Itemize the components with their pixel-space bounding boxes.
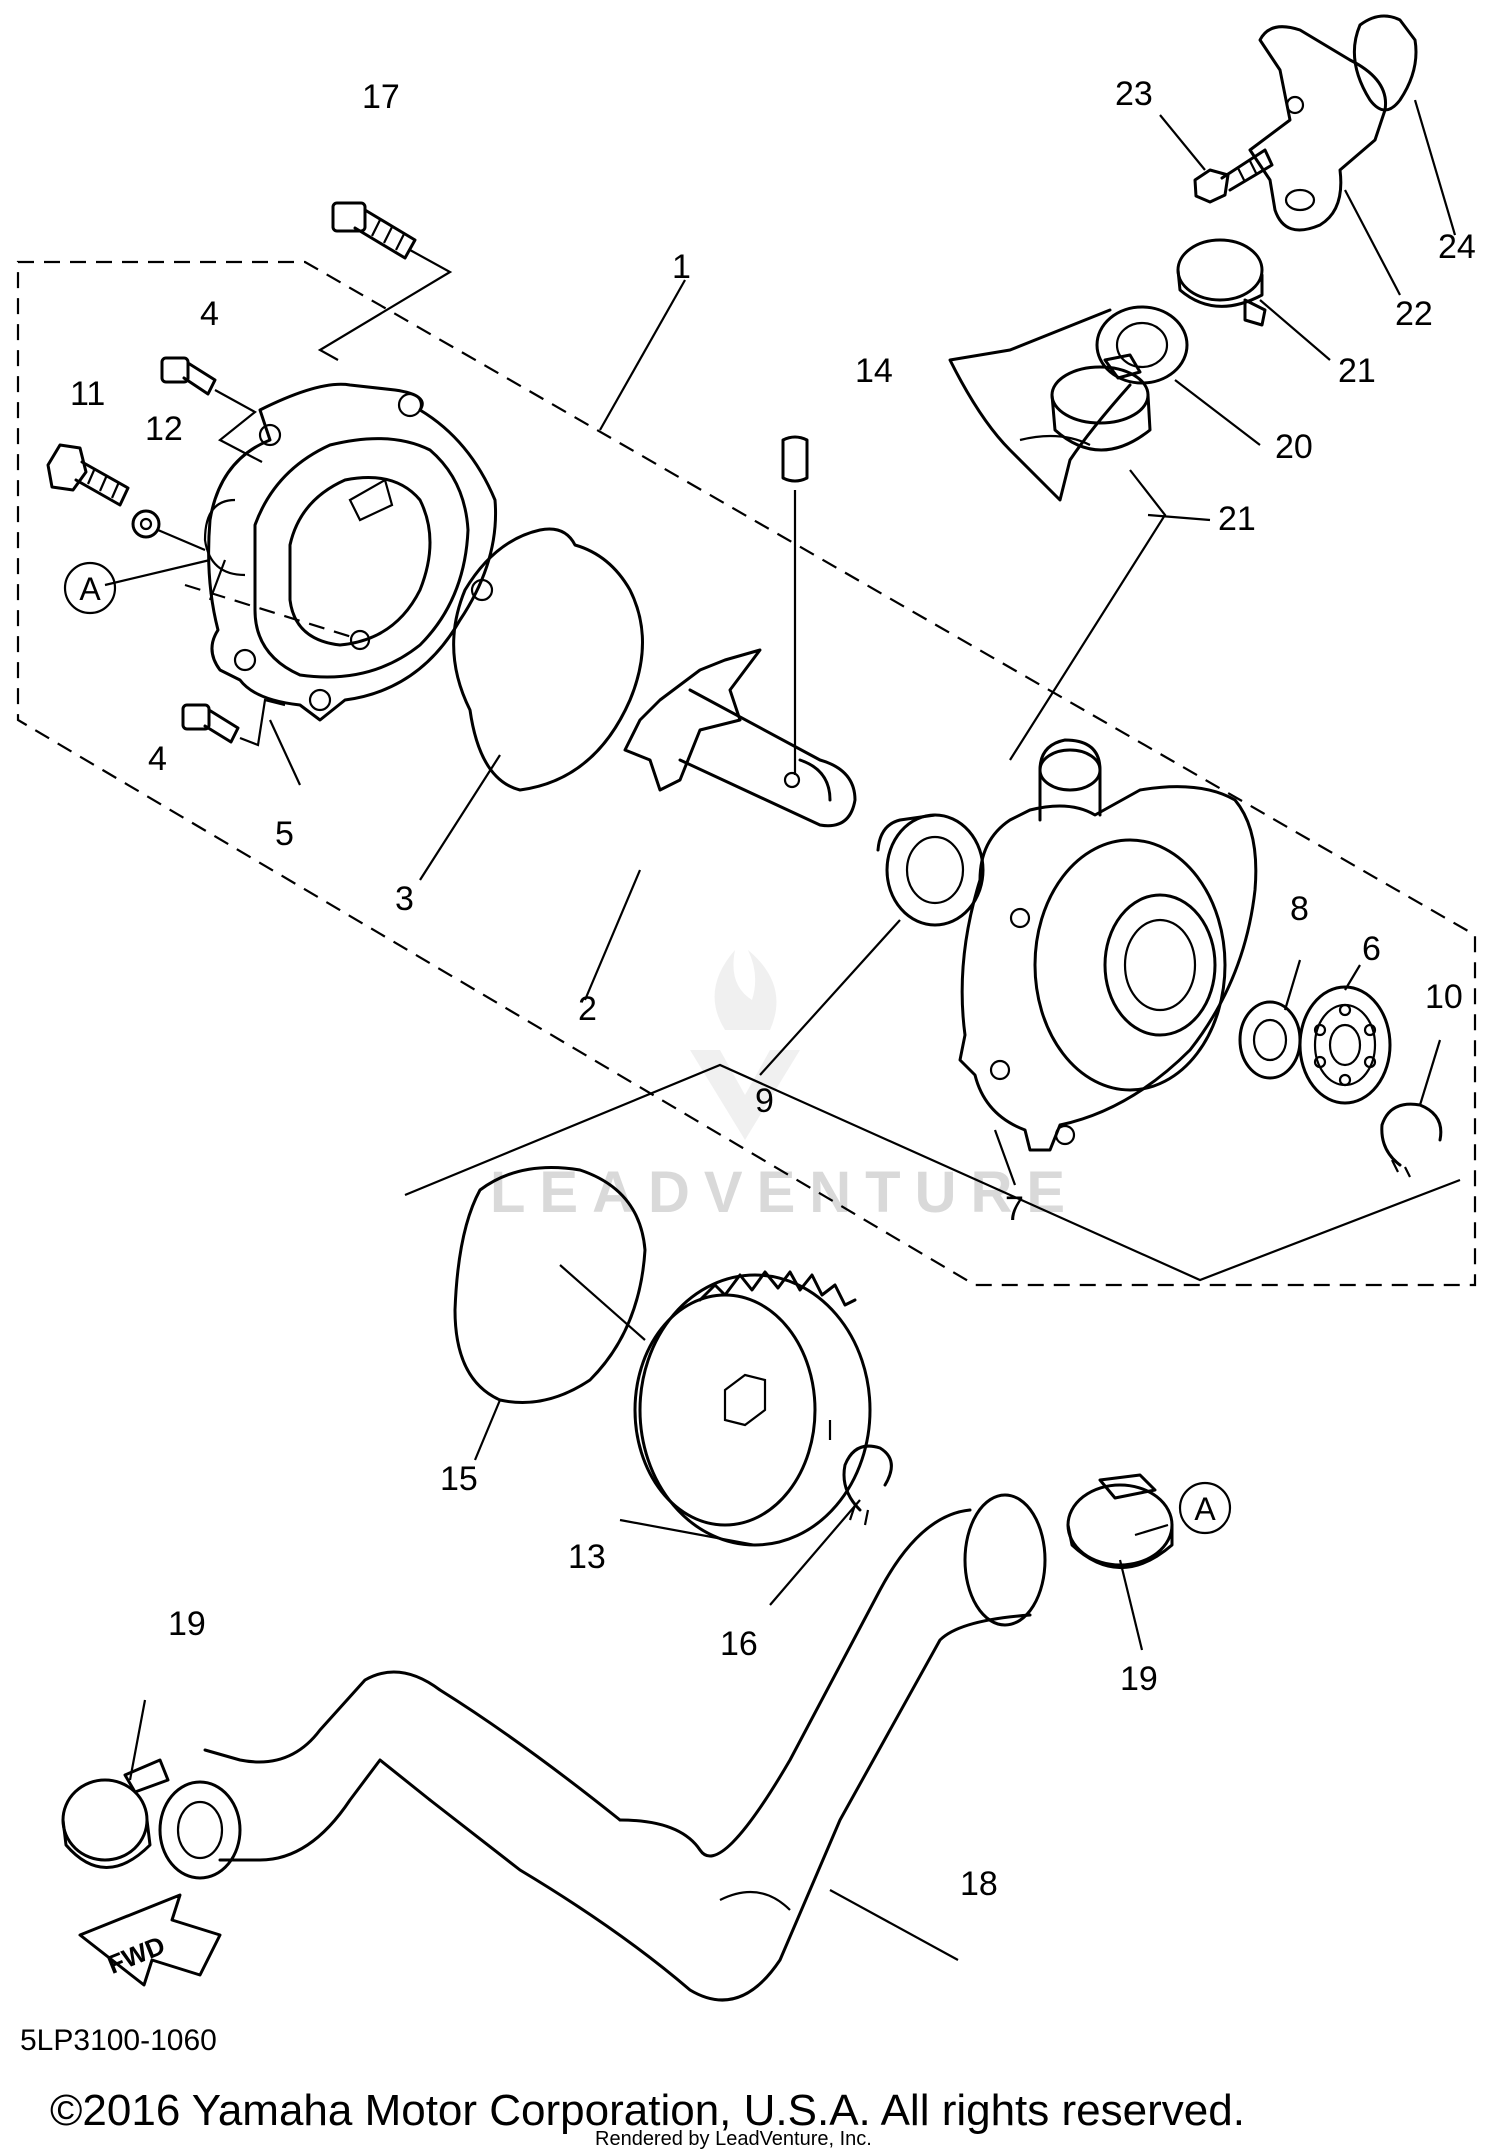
screw-4-upper bbox=[160, 356, 263, 463]
diagram-code: 5LP3100-1060 bbox=[20, 2024, 217, 2057]
callout-5: 5 bbox=[275, 815, 294, 853]
callout-21-lower: 21 bbox=[1218, 500, 1256, 538]
gasket-3 bbox=[452, 527, 644, 792]
pin-14 bbox=[781, 435, 809, 775]
leadventure-watermark-logo bbox=[690, 950, 800, 1140]
hose-clamp-19-left bbox=[61, 1758, 170, 1869]
bearing-6 bbox=[1298, 985, 1392, 1105]
callout-17: 17 bbox=[362, 78, 400, 116]
callout-7: 7 bbox=[1005, 1190, 1024, 1228]
screw-4-lower bbox=[181, 698, 286, 747]
callout-4-upper: 4 bbox=[200, 295, 219, 333]
callout-14: 14 bbox=[855, 352, 893, 390]
callout-9: 9 bbox=[755, 1082, 774, 1120]
callout-19-right: 19 bbox=[1120, 1660, 1158, 1698]
callout-2: 2 bbox=[578, 990, 597, 1028]
fwd-label: FWD bbox=[103, 1930, 169, 1980]
callout-10: 10 bbox=[1425, 978, 1463, 1016]
callout-13: 13 bbox=[568, 1538, 606, 1576]
callout-21-upper: 21 bbox=[1338, 352, 1376, 390]
o-ring-24 bbox=[1352, 14, 1418, 112]
callout-15: 15 bbox=[440, 1460, 478, 1498]
callout-1: 1 bbox=[672, 248, 691, 286]
lower-subassembly-outline bbox=[404, 1063, 1461, 1282]
oil-seal-8 bbox=[1238, 1000, 1302, 1080]
elbow-22 bbox=[1248, 25, 1388, 232]
hose-clamp-21-lower bbox=[1050, 353, 1152, 452]
callout-6: 6 bbox=[1362, 930, 1381, 968]
callout-24: 24 bbox=[1438, 228, 1476, 266]
ref-marker-a-left: A bbox=[63, 561, 117, 615]
pump-housing-7 bbox=[958, 738, 1258, 1152]
impeller-shaft-2 bbox=[623, 648, 857, 828]
ref-marker-a-right: A bbox=[1178, 1481, 1232, 1535]
callout-23: 23 bbox=[1115, 75, 1153, 113]
callout-4-lower: 4 bbox=[148, 740, 167, 778]
ref-marker-label: A bbox=[79, 571, 101, 607]
callout-18: 18 bbox=[960, 1865, 998, 1903]
circlip-10 bbox=[1380, 1102, 1443, 1178]
callout-11: 11 bbox=[70, 375, 105, 413]
callout-12: 12 bbox=[145, 410, 183, 448]
o-ring-15 bbox=[453, 1166, 647, 1404]
ref-marker-label: A bbox=[1194, 1491, 1216, 1527]
hose-20 bbox=[948, 305, 1189, 761]
subassembly-boundary bbox=[16, 260, 1477, 1287]
washer-12 bbox=[131, 509, 206, 552]
driven-gear-13 bbox=[633, 1270, 872, 1547]
callout-20: 20 bbox=[1275, 428, 1313, 466]
hose-18 bbox=[158, 1493, 1047, 2002]
callout-19-left: 19 bbox=[168, 1605, 206, 1643]
callout-3: 3 bbox=[395, 880, 414, 918]
leader-lines bbox=[104, 99, 1457, 1961]
seal-9 bbox=[876, 813, 985, 927]
pump-cover-5 bbox=[184, 382, 498, 722]
bolt-17 bbox=[317, 201, 453, 361]
callout-22: 22 bbox=[1395, 295, 1433, 333]
bolt-11 bbox=[46, 443, 130, 507]
hose-clamp-19-right bbox=[1066, 1473, 1174, 1569]
bolt-23 bbox=[1193, 148, 1274, 204]
callout-8: 8 bbox=[1290, 890, 1309, 928]
forward-direction-arrow: FWD bbox=[78, 1893, 222, 1987]
callout-16: 16 bbox=[720, 1625, 758, 1663]
copyright-notice: ©2016 Yamaha Motor Corporation, U.S.A. A… bbox=[50, 2086, 1245, 2135]
callout-labels: 1 2 3 4 4 5 6 7 8 9 10 11 12 13 14 15 16… bbox=[70, 75, 1476, 1903]
hose-clamp-21-upper bbox=[1176, 238, 1267, 327]
rendered-by: Rendered by LeadVenture, Inc. bbox=[595, 2128, 872, 2150]
